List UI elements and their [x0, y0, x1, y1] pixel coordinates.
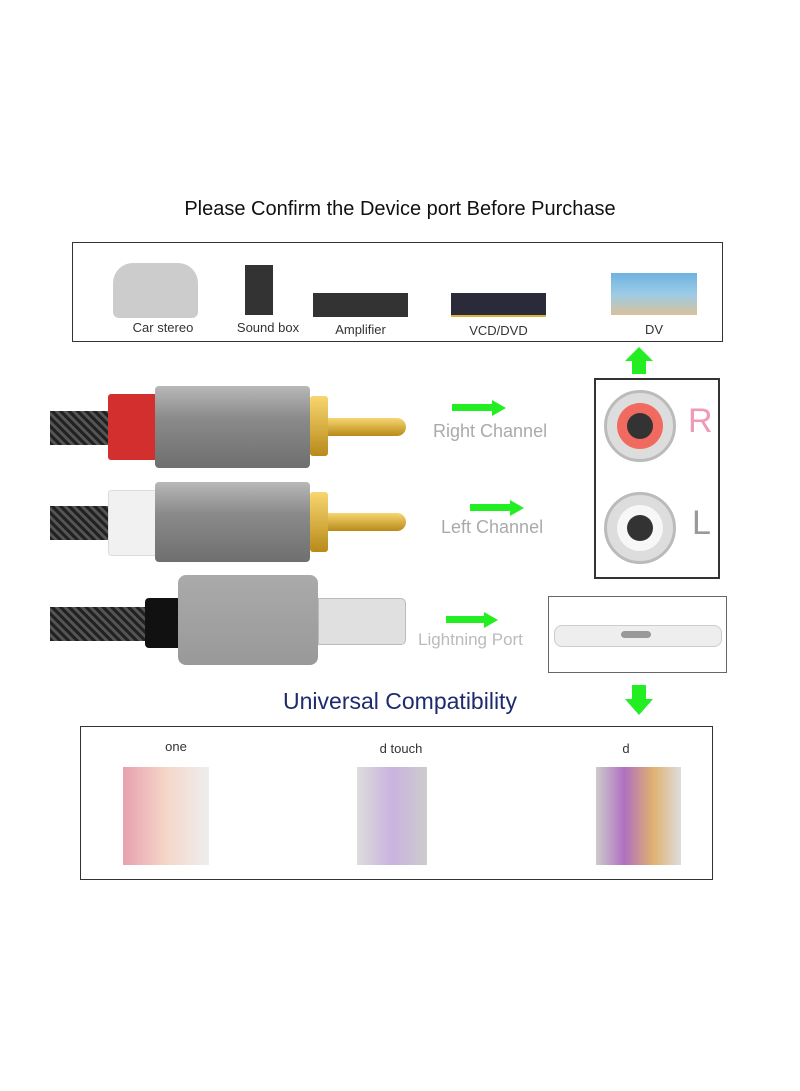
- device-label: Car stereo: [132, 320, 194, 335]
- rca-housing: [155, 386, 310, 468]
- dvd-image: [451, 293, 546, 317]
- red-collar: [108, 394, 158, 460]
- device-label: DV: [644, 322, 664, 337]
- rca-pin: [328, 513, 406, 531]
- rca-pin: [328, 418, 406, 436]
- r-letter: R: [688, 402, 713, 440]
- lightning-port-icon: [621, 631, 651, 638]
- arrow-down-stem: [632, 685, 646, 699]
- arrow-up-icon: [625, 347, 653, 361]
- l-letter: L: [692, 504, 711, 542]
- braided-cable: [50, 506, 110, 540]
- ipod-image: [357, 767, 427, 865]
- iphone-image: [123, 767, 209, 865]
- tv-image: [611, 273, 697, 315]
- white-collar: [108, 490, 160, 556]
- arrow-right-icon: [470, 504, 512, 511]
- car-image: [113, 263, 198, 318]
- rca-sleeve: [310, 396, 328, 456]
- left-channel-label: Left Channel: [441, 517, 544, 537]
- lightning-port-label: Lightning Port: [418, 630, 523, 649]
- phone-port-box: [548, 596, 727, 673]
- arrow-up-stem: [632, 360, 646, 374]
- lightning-tip: [318, 598, 406, 645]
- rca-sleeve: [310, 492, 328, 552]
- compat-title: Universal Compatibility: [283, 688, 517, 714]
- arrow-right-head: [510, 500, 524, 516]
- lightning-housing: [178, 575, 318, 665]
- rca-housing: [155, 482, 310, 562]
- page-title: Please Confirm the Device port Before Pu…: [184, 198, 616, 220]
- device-box: Car stereo Sound box Amplifier VCD/DVD D…: [72, 242, 723, 342]
- right-jack: [604, 390, 676, 462]
- ipad-image: [596, 767, 681, 865]
- compat-label: one: [165, 739, 187, 754]
- braided-cable: [50, 607, 160, 641]
- arrow-right-icon: [452, 404, 494, 411]
- right-channel-label: Right Channel: [433, 421, 548, 441]
- device-label: Amplifier: [335, 322, 386, 337]
- arrow-right-icon: [446, 616, 486, 623]
- compat-box: one d touch d: [80, 726, 713, 880]
- rca-port-box: R L: [594, 378, 720, 579]
- compat-label: d: [622, 741, 630, 756]
- device-label: VCD/DVD: [469, 323, 528, 338]
- speaker-image: [245, 265, 273, 315]
- amplifier-image: [313, 293, 408, 317]
- braided-cable: [50, 411, 110, 445]
- left-jack: [604, 492, 676, 564]
- device-label: Sound box: [236, 320, 300, 335]
- arrow-right-head: [484, 612, 498, 628]
- arrow-right-head: [492, 400, 506, 416]
- arrow-down-icon: [625, 699, 653, 715]
- compat-label: d touch: [379, 741, 423, 756]
